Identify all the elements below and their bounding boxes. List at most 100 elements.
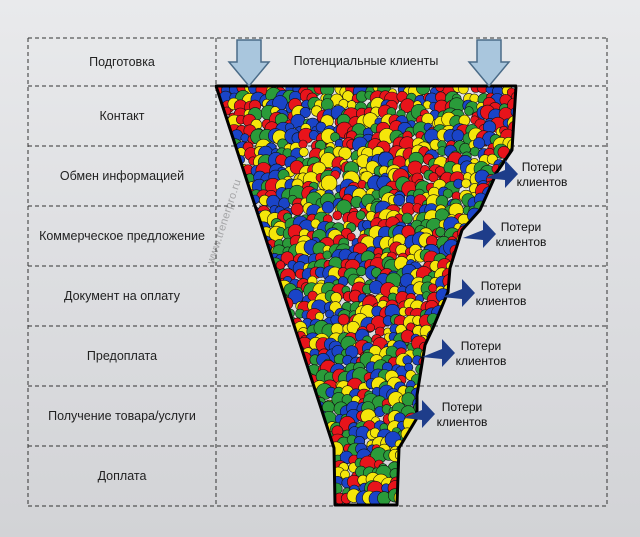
client-ball <box>482 311 497 327</box>
client-ball <box>437 486 447 497</box>
client-ball <box>290 202 304 216</box>
client-ball <box>509 256 516 272</box>
client-ball <box>460 313 472 325</box>
client-ball <box>488 442 505 458</box>
client-ball <box>219 277 229 287</box>
client-ball <box>260 444 274 459</box>
client-ball <box>264 441 279 456</box>
client-ball <box>269 493 281 505</box>
client-ball <box>494 204 512 221</box>
client-ball <box>495 490 505 501</box>
client-ball <box>292 478 302 488</box>
client-ball <box>254 421 265 431</box>
client-ball <box>425 490 442 505</box>
client-ball <box>488 192 502 206</box>
client-ball <box>219 147 230 158</box>
client-ball <box>256 259 273 276</box>
loss-label-3: Потери клиентов <box>456 279 546 309</box>
client-ball <box>254 287 265 298</box>
client-ball <box>258 418 275 435</box>
client-ball <box>487 437 498 447</box>
client-ball <box>483 486 493 496</box>
client-ball <box>255 328 271 344</box>
client-ball <box>236 467 250 481</box>
entry-arrow-right-icon <box>467 39 511 88</box>
client-ball <box>233 336 248 351</box>
client-ball <box>321 477 336 492</box>
client-ball <box>428 474 439 486</box>
client-ball <box>250 373 263 386</box>
client-ball <box>272 481 288 498</box>
client-ball <box>219 165 232 178</box>
client-ball <box>283 380 297 394</box>
client-ball <box>500 374 510 384</box>
client-ball <box>271 285 281 295</box>
client-ball <box>230 227 243 240</box>
client-ball <box>243 475 256 488</box>
client-ball <box>243 264 260 280</box>
client-ball <box>467 378 481 392</box>
client-ball <box>278 430 289 442</box>
client-ball <box>408 459 423 474</box>
client-ball <box>225 468 238 482</box>
client-ball <box>299 450 309 460</box>
client-ball <box>217 494 231 505</box>
client-ball <box>288 420 305 437</box>
client-ball <box>504 466 516 482</box>
client-ball <box>439 326 450 337</box>
client-ball <box>443 457 461 474</box>
client-ball <box>243 397 255 409</box>
client-ball <box>302 430 312 440</box>
client-ball <box>495 427 512 443</box>
client-ball <box>241 488 257 504</box>
client-ball <box>247 464 263 480</box>
client-ball <box>267 356 285 373</box>
client-ball <box>452 460 463 471</box>
client-ball <box>219 434 229 445</box>
client-ball <box>435 226 446 237</box>
client-ball <box>279 322 289 333</box>
client-ball <box>278 312 292 326</box>
client-ball <box>247 268 263 284</box>
client-ball <box>224 396 240 412</box>
client-ball <box>242 314 255 327</box>
client-ball <box>282 427 297 442</box>
client-ball <box>256 494 266 504</box>
client-ball <box>237 411 248 422</box>
client-ball <box>243 362 259 378</box>
client-ball <box>494 462 504 473</box>
client-ball <box>266 421 278 433</box>
client-ball <box>473 372 486 385</box>
client-ball <box>220 479 229 489</box>
client-ball <box>278 467 289 478</box>
client-ball <box>261 484 271 494</box>
client-ball <box>445 382 455 392</box>
client-ball <box>264 363 280 379</box>
client-ball <box>405 496 415 505</box>
client-ball <box>225 341 240 356</box>
client-ball <box>395 449 407 461</box>
client-ball <box>251 413 261 423</box>
client-ball <box>436 453 449 466</box>
client-ball <box>296 411 312 427</box>
client-ball <box>266 393 279 406</box>
client-ball <box>254 259 266 271</box>
client-ball <box>283 352 299 368</box>
client-ball <box>405 474 420 489</box>
client-ball <box>508 318 516 335</box>
client-ball <box>508 479 516 490</box>
client-ball <box>459 246 471 258</box>
client-ball <box>257 308 271 322</box>
client-ball <box>303 466 320 483</box>
client-ball <box>308 494 319 505</box>
client-ball <box>288 443 298 453</box>
client-ball <box>260 275 269 284</box>
client-ball <box>421 437 433 449</box>
client-ball <box>239 219 249 230</box>
client-ball <box>245 302 255 312</box>
client-ball <box>225 450 241 467</box>
client-ball <box>427 441 440 454</box>
client-ball <box>216 404 230 418</box>
client-ball <box>280 360 298 377</box>
client-ball <box>219 152 235 168</box>
